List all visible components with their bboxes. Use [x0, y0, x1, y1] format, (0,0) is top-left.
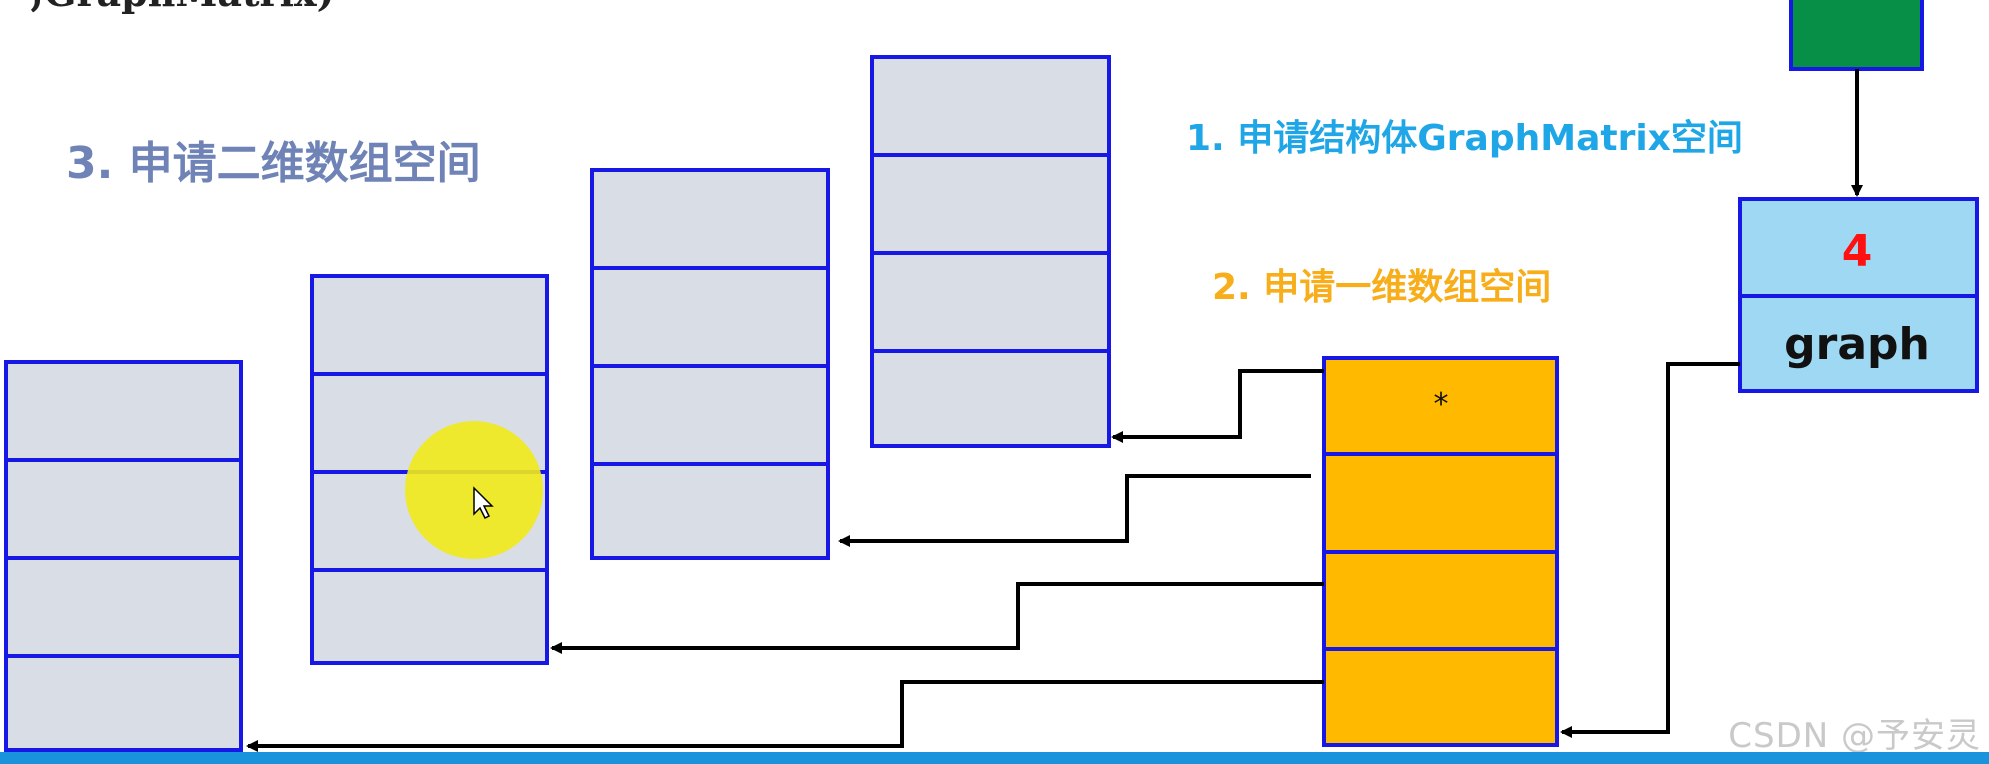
column-2-cell-4: [310, 568, 549, 665]
struct-size-field: [1738, 197, 1979, 298]
step2-label: 2. 申请一维数组空间: [1212, 267, 1551, 308]
pointer-variable-box: [1789, 0, 1924, 71]
arrow-row-3-to-column-2: [550, 582, 1324, 654]
column-4-cell-4: [870, 349, 1111, 448]
top-left-partial-text: ;GraphMatrix): [30, 0, 335, 15]
column-3-cell-2: [590, 266, 830, 368]
arrow-row-2-to-column-3: [838, 474, 1311, 547]
column-1-cell-3: [4, 556, 243, 658]
pointer-arrows: [246, 69, 1863, 752]
column-array-3: [590, 168, 830, 560]
column-3-cell-4: [590, 462, 830, 560]
column-array-1: [4, 360, 243, 752]
row-array-cell-4: [1322, 647, 1559, 747]
column-4-cell-2: [870, 153, 1111, 255]
column-4-cell-3: [870, 251, 1111, 353]
bottom-progress-bar: [0, 752, 1989, 764]
column-array-4: [870, 55, 1111, 448]
struct-graph-field: [1738, 294, 1979, 393]
arrow-row-1-to-column-4: [1111, 369, 1324, 443]
step1-label: 1. 申请结构体GraphMatrix空间: [1186, 118, 1743, 159]
row-array-cell-2: [1322, 452, 1559, 554]
arrow-row-4-to-column-1: [246, 680, 1324, 752]
csdn-watermark: CSDN @予安灵: [1728, 716, 1981, 756]
struct-graph-label: graph: [1784, 319, 1930, 370]
column-1-cell-4: [4, 654, 243, 752]
row-array-cell-3: [1322, 550, 1559, 651]
row-array-first-cell-label: *: [1434, 387, 1449, 422]
column-2-cell-1: [310, 274, 549, 376]
column-1-cell-2: [4, 458, 243, 560]
column-1-cell-1: [4, 360, 243, 462]
struct-size-value: 4: [1842, 226, 1873, 277]
arrow-graph-to-row-array: [1560, 362, 1740, 738]
row-pointer-array: *: [1322, 356, 1559, 747]
mouse-cursor-icon: [473, 486, 494, 520]
struct-graphmatrix: 4 graph: [1738, 197, 1979, 393]
column-4-cell-1: [870, 55, 1111, 157]
step3-label: 3. 申请二维数组空间: [66, 138, 481, 189]
column-3-cell-1: [590, 168, 830, 270]
column-3-cell-3: [590, 364, 830, 466]
